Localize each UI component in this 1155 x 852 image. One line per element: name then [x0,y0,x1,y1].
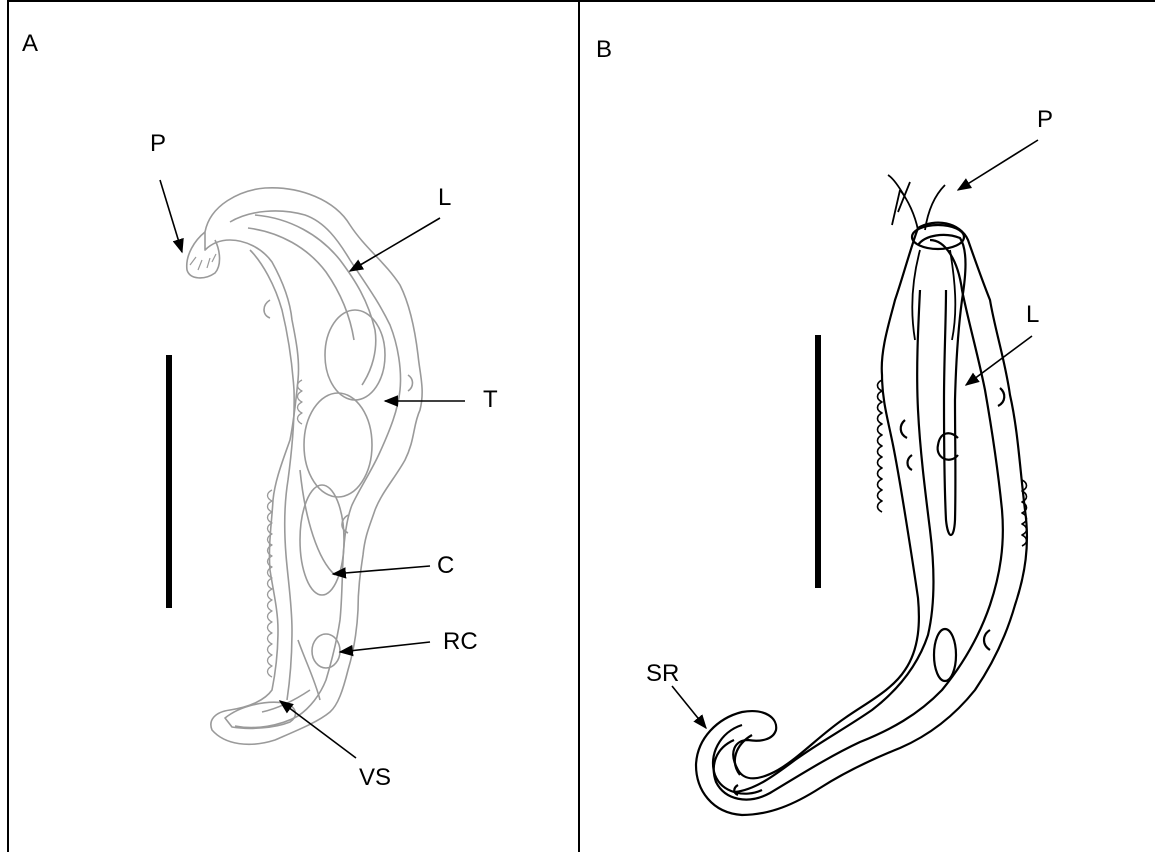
label-b-p: P [1037,108,1053,132]
panel-a-letter: A [22,30,38,58]
specimen-a [187,188,422,745]
arrow-b-sr [672,686,706,728]
panel-b-letter: B [596,36,612,64]
specimen-b-outline [696,223,1027,815]
figure-border [8,0,1155,852]
label-a-vs: VS [359,766,391,790]
label-a-t: T [483,388,498,412]
arrow-a-p [160,180,182,252]
label-a-l: L [438,186,451,210]
label-b-sr: SR [646,662,679,686]
label-b-l: L [1026,303,1039,327]
arrow-a-l [350,218,440,271]
arrows-a [160,180,465,758]
specimen-a-outline [205,188,422,745]
label-a-c: C [437,554,454,578]
label-a-p: P [150,132,166,156]
arrow-a-vs [280,701,356,758]
arrow-a-c [333,566,430,574]
arrow-b-p [958,140,1038,190]
label-a-rc: RC [443,630,478,654]
specimen-b [696,175,1027,815]
